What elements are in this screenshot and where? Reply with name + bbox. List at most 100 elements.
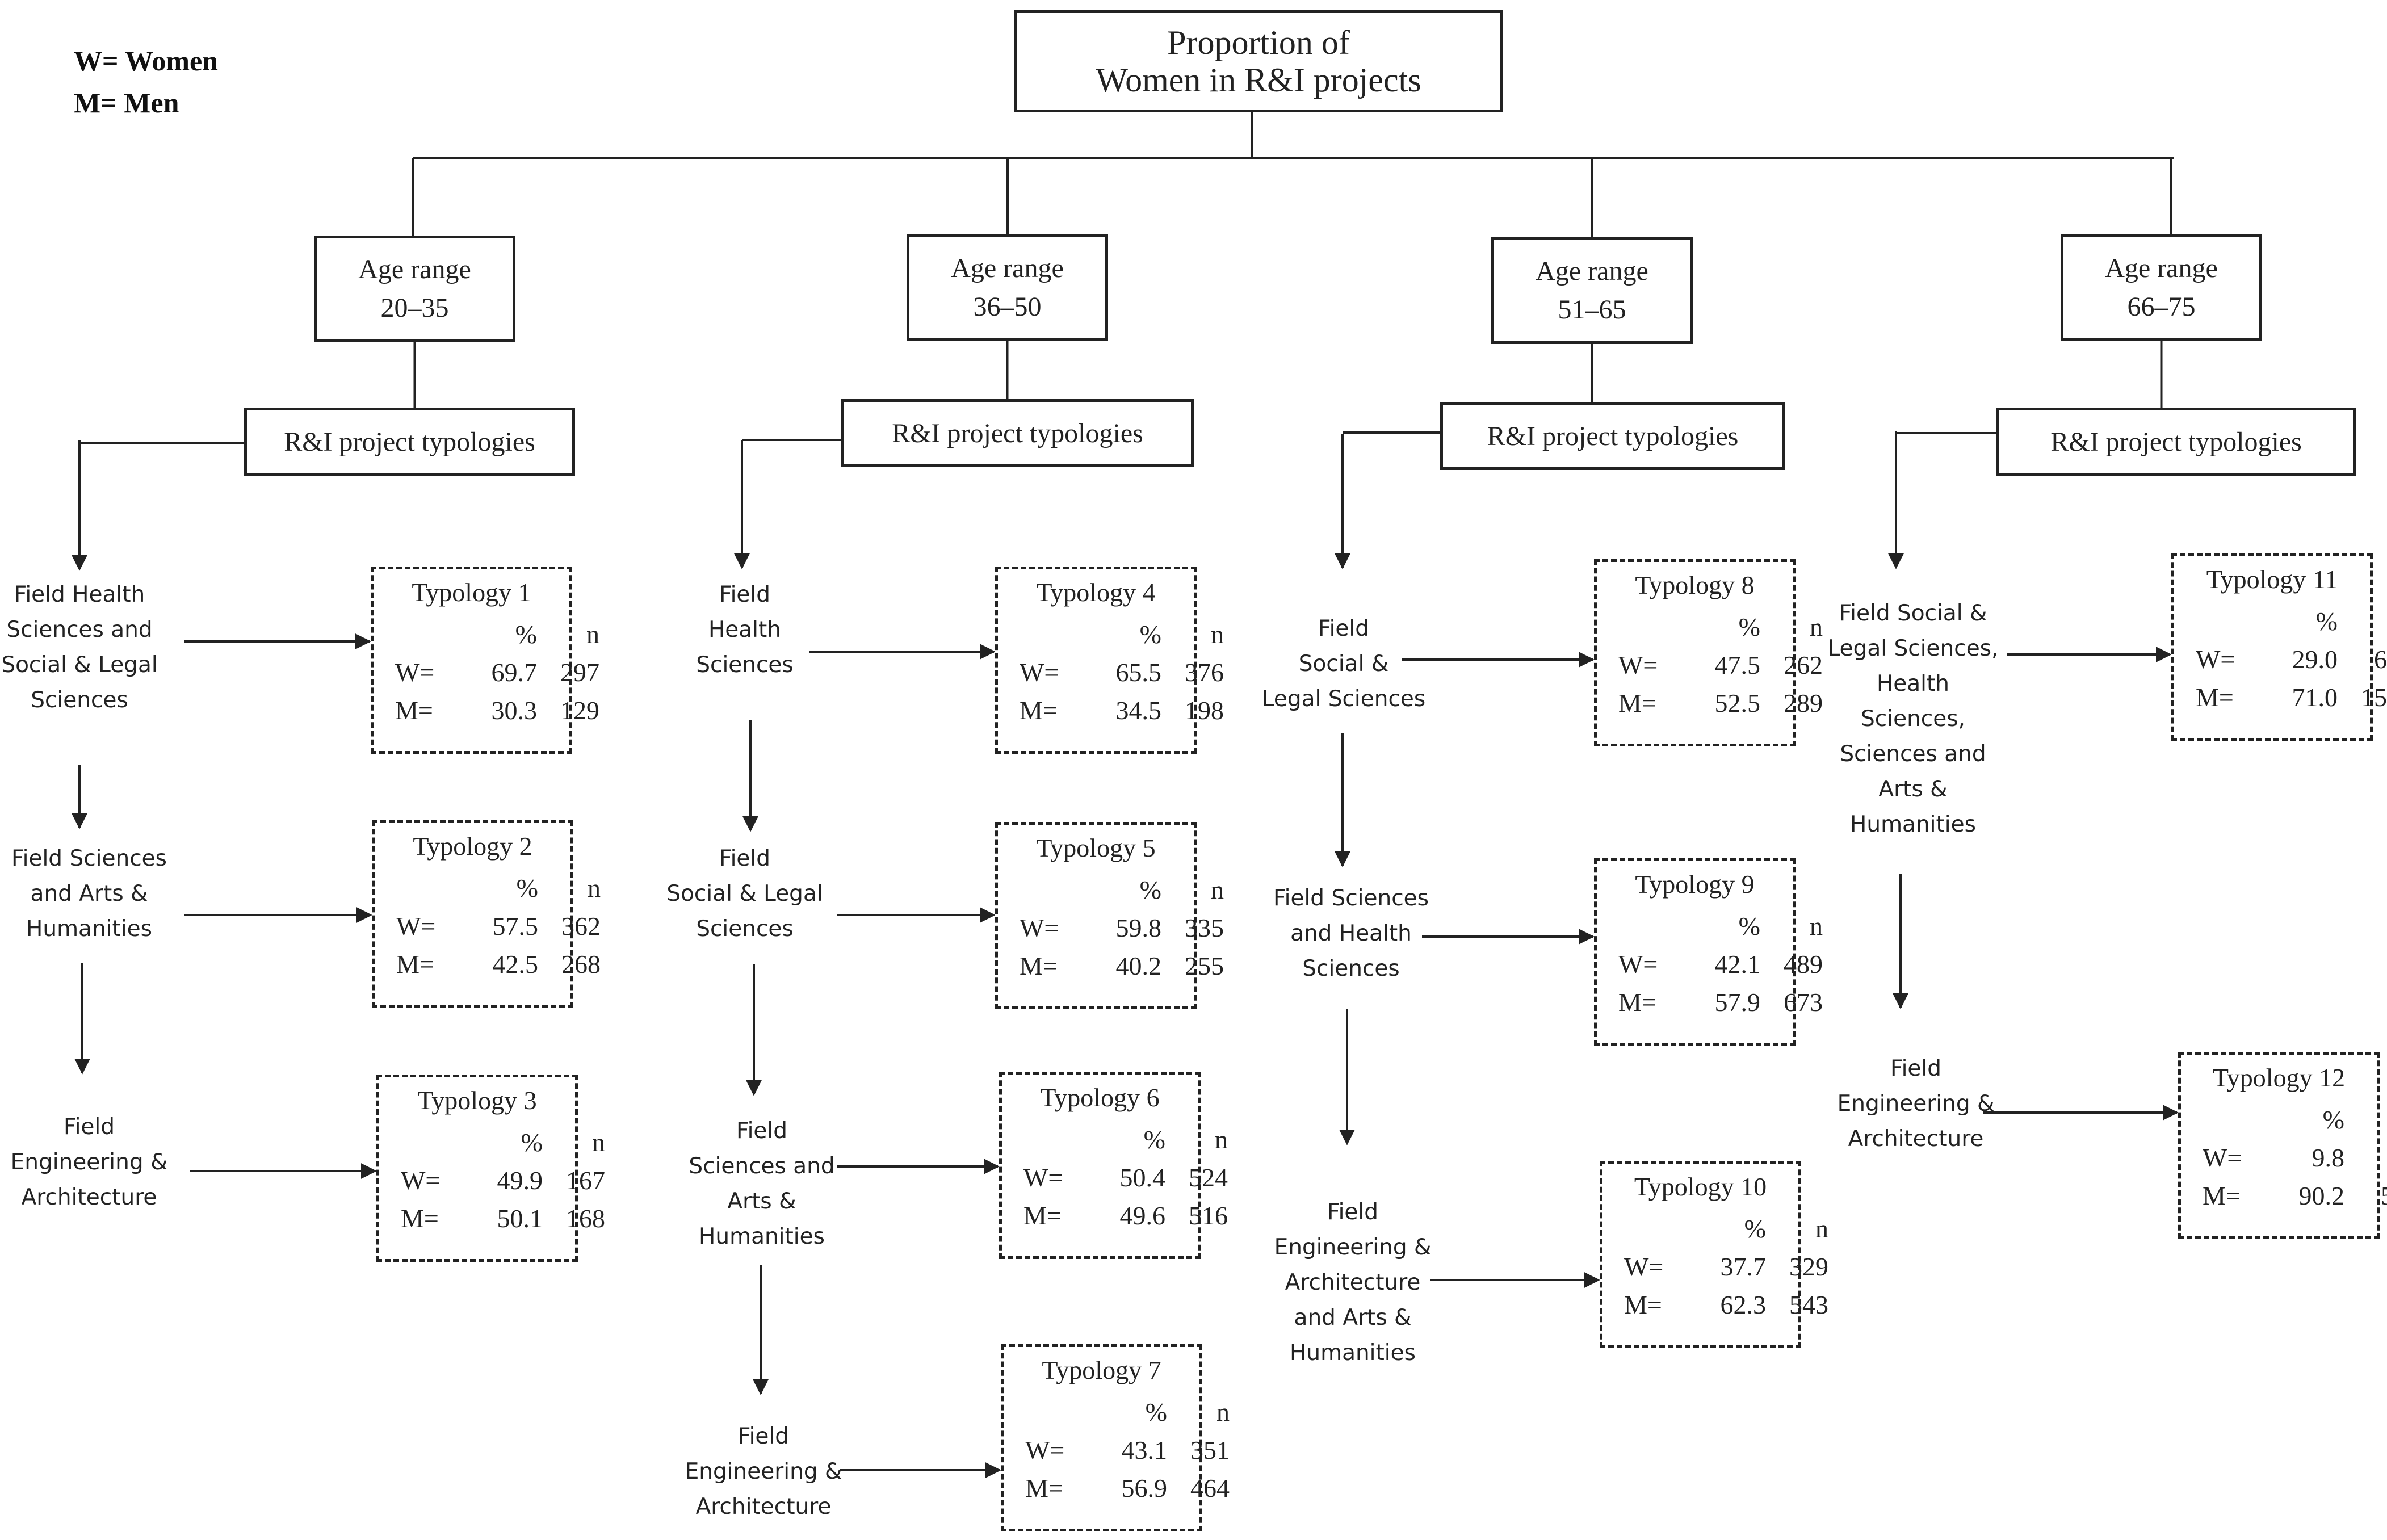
field-label-line: Architecture [21,1185,157,1210]
percent-value: % [1139,620,1161,649]
percent-value: 57.5 [492,912,539,941]
typology-title: Typology 8 [1635,570,1755,599]
percent-value: 9.8 [2312,1143,2345,1172]
typology-header-row: %n [1025,1397,1230,1434]
count-value: n [1211,875,1224,904]
sex-label: W= [1023,1163,1063,1192]
field-label-line: Humanities [26,916,152,942]
count-value: 297 [560,658,599,687]
percent-value: % [1738,612,1760,641]
sex-label: M= [1624,1290,1662,1319]
count-value: 335 [1185,913,1224,942]
count-value: 198 [1185,696,1224,725]
typologies-box-2: R&I project typologies [841,399,1194,467]
sex-label: W= [396,912,436,941]
percent-value: % [1744,1214,1766,1243]
count-value: n [1810,912,1823,941]
count-value: 262 [1784,651,1823,679]
sex-label: M= [401,1204,439,1233]
count-value: n [1211,620,1224,649]
percent-value: % [1738,912,1760,941]
percent-value: % [1139,875,1161,904]
count-value: 55 [2344,1181,2387,1211]
count-value: 673 [1784,988,1823,1017]
percent-value: 62.3 [1720,1290,1767,1319]
field-label-line: and Arts & [30,881,148,907]
field-label-line: Field Sciences [1273,886,1429,911]
sex-label: M= [2196,683,2234,712]
field-label-line: Architecture [1285,1270,1421,1295]
field-label-line: Humanities [1290,1340,1416,1366]
age-range-label: Age range [1536,256,1648,286]
count-value: 62 [2374,645,2387,674]
count-value: n [1216,1398,1230,1426]
field-label-line: and Arts & [1294,1305,1412,1331]
typology-title: Typology 10 [1634,1172,1767,1201]
typology-men-row: M=71.0152 [2196,682,2387,720]
percent-value: 50.1 [497,1204,543,1233]
typology-header-row: %n [1023,1124,1228,1162]
count-value: 524 [1189,1163,1228,1192]
sex-label: M= [1618,689,1656,717]
field-label-line: Field [1890,1056,1942,1081]
typologies-label: R&I project typologies [2050,426,2302,457]
count-value: 6 [2344,1143,2387,1173]
count-value: 329 [1789,1252,1828,1281]
field-label-line: Field [719,846,771,871]
age-range-value: 20–35 [380,293,449,323]
count-value: n [1815,1214,1828,1243]
count-value: 489 [1784,950,1823,979]
field-label-line: Architecture [1848,1126,1984,1152]
count-value: 351 [1190,1436,1230,1465]
sex-label: M= [1025,1474,1063,1503]
count-value: 129 [560,696,599,725]
field-label-line: Social & Legal [666,881,823,907]
count-value: n [2344,1105,2387,1135]
percent-value: % [521,1128,543,1157]
count-value: n [588,874,601,903]
percent-value: % [1143,1125,1165,1154]
typology-title: Typology 9 [1635,870,1755,899]
typology-women-row: W=29.062 [2196,644,2387,682]
count-value: 362 [561,912,601,941]
percent-value: 42.5 [492,950,539,979]
age-range-value: 51–65 [1558,295,1626,325]
count-value: 464 [1190,1474,1230,1503]
count-value: 289 [1784,689,1823,717]
count-value: n [2338,606,2387,636]
typology-header-row: %n [2203,1105,2360,1142]
percent-value: % [1145,1398,1167,1426]
percent-value: 49.6 [1119,1201,1166,1230]
percent-value: 69.7 [491,658,538,687]
typology-men-row: M=90.255 [2203,1181,2387,1218]
age-range-box-3: Age range 51–65 [1491,237,1693,344]
typology-box-4-1: Typology 11%nW=29.062M=71.0152 [2171,553,2387,741]
sex-label: M= [395,696,433,725]
typologies-box-4: R&I project typologies [1996,408,2356,476]
percent-value: 49.9 [497,1166,543,1195]
field-label-line: Sciences and [6,617,153,643]
percent-value: 29.0 [2292,645,2338,674]
percent-value: 30.3 [491,696,538,725]
